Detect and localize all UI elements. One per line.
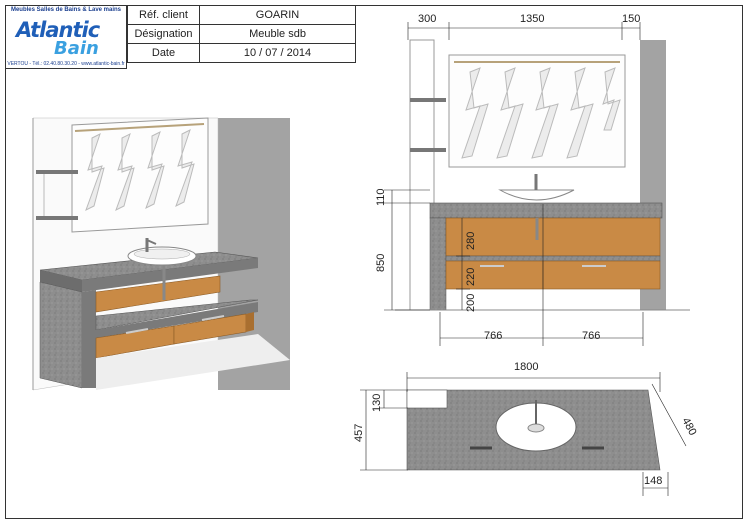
company-logo: Meubles Salles de Bains & Lave mains Atl… <box>5 5 127 69</box>
dim-total-width: 1800 <box>514 361 538 373</box>
perspective-mirror <box>71 117 209 233</box>
row-designation: Désignation Meuble sdb <box>127 24 356 44</box>
dim-height-total: 850 <box>375 254 387 272</box>
perspective-view <box>32 117 290 391</box>
logo-tagline: Meubles Salles de Bains & Lave mains <box>10 7 122 13</box>
top-view: 1800 457 130 480 148 <box>353 361 699 496</box>
dim-top-thickness: 110 <box>375 188 387 206</box>
dim-depth: 457 <box>353 424 365 442</box>
sheet-frame <box>5 5 743 519</box>
front-top <box>429 202 663 219</box>
date-value: 10 / 07 / 2014 <box>199 43 356 63</box>
dim-lower-drawer: 220 <box>465 268 477 286</box>
logo-contact: VERTOU - Tél.: 02.40.80.30.20 - www.atla… <box>7 61 125 67</box>
title-block-table: Réf. client GOARIN Désignation Meuble sd… <box>127 5 356 63</box>
dim-upper-drawer: 280 <box>465 232 477 250</box>
dim-notch: 130 <box>371 394 383 412</box>
dim-half-left: 766 <box>484 330 502 342</box>
row-date: Date 10 / 07 / 2014 <box>127 43 356 63</box>
designation-value: Meuble sdb <box>199 24 356 44</box>
dim-right-gap: 150 <box>622 13 640 25</box>
logo-brand-atlantic: Atlantic <box>16 18 100 42</box>
dim-angle-side: 480 <box>679 416 698 438</box>
logo-brand-bain: Bain <box>54 38 99 59</box>
dim-half-right: 766 <box>582 330 600 342</box>
dim-mirror-width: 1350 <box>520 13 544 25</box>
dim-shelf-width: 300 <box>418 13 436 25</box>
dim-corner: 148 <box>644 475 662 487</box>
dim-bottom-gap: 200 <box>465 294 477 312</box>
front-view: 300 1350 150 110 850 280 220 200 766 766 <box>375 13 690 346</box>
